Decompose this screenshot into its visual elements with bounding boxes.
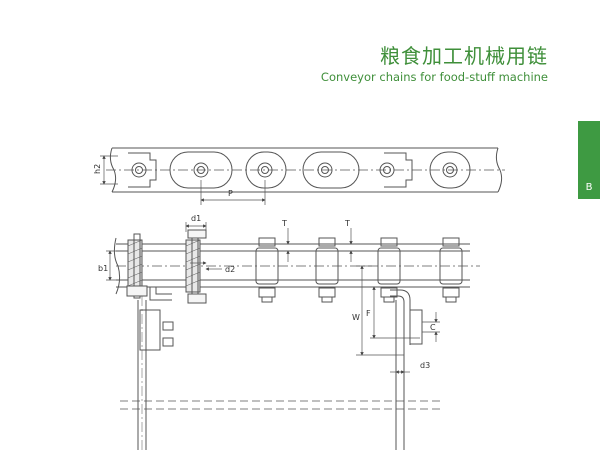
dimension-c <box>422 312 440 342</box>
dim-label-d2: d2 <box>225 265 235 274</box>
dimension-pitch <box>200 180 266 205</box>
dim-label-f: F <box>366 309 371 318</box>
dimension-b1 <box>106 250 126 281</box>
dim-label-t-left: T <box>281 219 287 228</box>
chain-side-view <box>106 222 480 450</box>
dim-label-h2: h2 <box>93 164 102 174</box>
dim-label-d1: d1 <box>191 214 201 223</box>
left-bracket-section <box>126 229 207 304</box>
page-title-chinese: 粮食加工机械用链 <box>380 44 548 68</box>
dimension-d1 <box>185 222 207 232</box>
section-tab-letter: B <box>585 182 593 193</box>
pin-heads <box>258 237 460 303</box>
section-tab[interactable]: B <box>578 121 600 199</box>
chain-top-view <box>100 147 505 205</box>
chain-pins <box>131 162 458 178</box>
left-attachment-post <box>137 287 174 450</box>
dim-label-w: W <box>352 313 360 322</box>
dimension-f <box>370 286 420 339</box>
dim-label-b1: b1 <box>98 264 108 273</box>
attachment-brackets <box>128 152 413 188</box>
dim-label-d3: d3 <box>420 361 430 370</box>
dimension-w <box>356 265 404 356</box>
right-attachment-post <box>390 289 423 450</box>
chain-rollers <box>255 247 463 285</box>
dim-label-c: C <box>430 323 436 332</box>
dimension-h2 <box>100 155 118 185</box>
dimension-d2 <box>190 261 222 271</box>
page-title-english: Conveyor chains for food-stuff machine <box>320 70 548 84</box>
dim-label-t-right: T <box>344 219 350 228</box>
dim-label-p: P <box>228 189 233 198</box>
